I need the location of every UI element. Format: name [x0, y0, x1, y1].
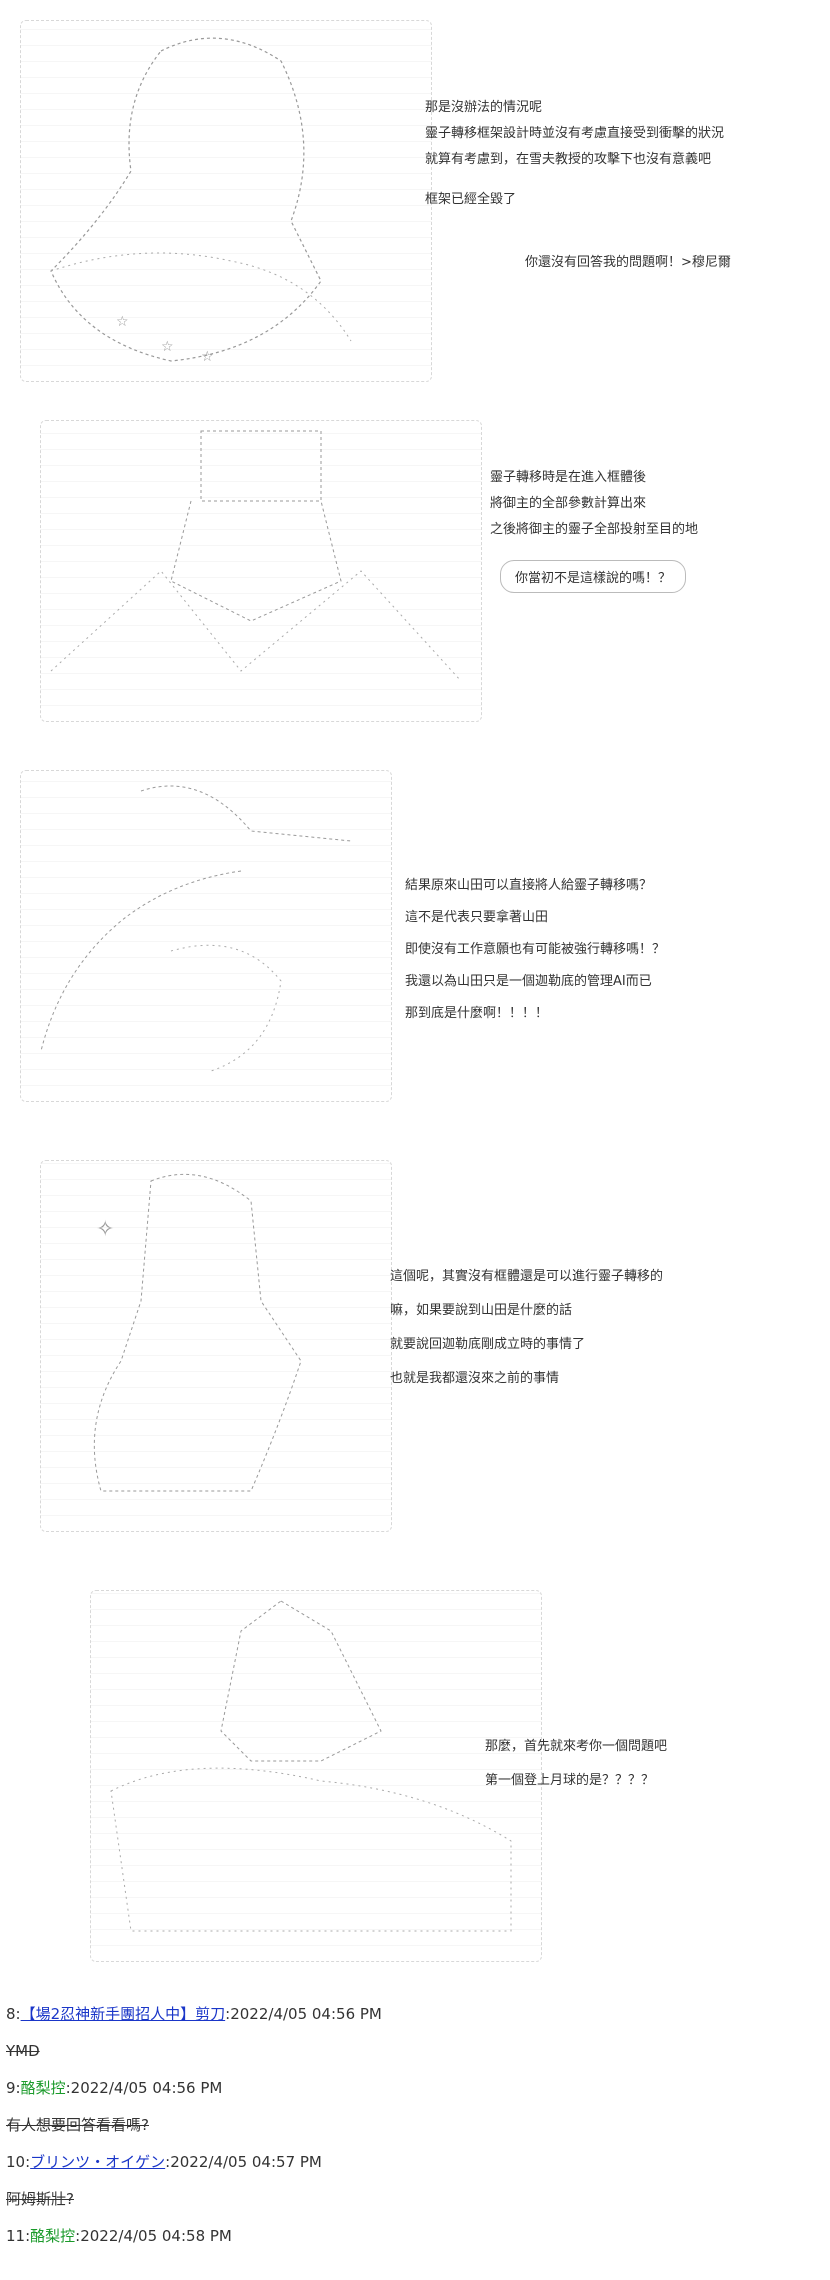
comment-body: 有人想要回答看看嗎? — [6, 2116, 149, 2134]
speech-bubble-text: 你當初不是這樣說的嗎！？ — [515, 571, 672, 586]
ascii-art-figure: ✧ — [40, 1160, 392, 1532]
caption-panel-5: 那麼，首先就來考你一個問題吧 第一個登上月球的是？？？？ — [485, 1730, 667, 1798]
comment-header: 11:酪梨控:2022/4/05 04:58 PM — [6, 2218, 826, 2255]
caption-line: 這個呢，其實沒有框體還是可以進行靈子轉移的 — [390, 1269, 664, 1284]
caption-line: 那是沒辦法的情況呢 — [425, 100, 543, 115]
comment-number: 10: — [6, 2153, 31, 2171]
comment-body: 阿姆斯壯? — [6, 2190, 74, 2208]
ascii-art-sketch — [40, 785, 352, 1072]
ascii-art-sketch — [110, 1600, 512, 1932]
caption-line: 結果原來山田可以直接將人給靈子轉移嗎？ — [405, 878, 653, 893]
ascii-art-figure — [90, 1590, 542, 1962]
ascii-art-sketch: ☆ ☆ ☆ — [50, 37, 352, 365]
caption-line: 那到底是什麼啊！！！！ — [405, 1006, 549, 1021]
svg-text:☆: ☆ — [161, 339, 174, 355]
comment-author-link[interactable]: 【場2忍神新手團招人中】剪刀 — [20, 2005, 226, 2023]
caption-panel-4: 這個呢，其實沒有框體還是可以進行靈子轉移的 嘛，如果要說到山田是什麼的話 就要說… — [390, 1260, 663, 1396]
caption-line: 框架已經全毀了 — [425, 192, 517, 207]
comment-time: :2022/4/05 04:58 PM — [75, 2227, 232, 2245]
caption-line: 第一個登上月球的是？？？？ — [485, 1773, 655, 1788]
ascii-art-figure — [20, 770, 392, 1102]
caption-line: 這不是代表只要拿著山田 — [405, 910, 549, 925]
caption-line: 將御主的全部參數計算出來 — [490, 496, 647, 511]
caption-panel-2: 靈子轉移時是在進入框體後 將御主的全部參數計算出來 之後將御主的靈子全部投射至目… — [490, 465, 698, 543]
panel-2: 靈子轉移時是在進入框體後 將御主的全部參數計算出來 之後將御主的靈子全部投射至目… — [0, 410, 830, 730]
caption-line: 嘛，如果要說到山田是什麼的話 — [390, 1303, 573, 1318]
comment-number: 8: — [6, 2005, 21, 2023]
comment-time: :2022/4/05 04:56 PM — [65, 2079, 223, 2097]
comment-author: 酪梨控 — [30, 2227, 76, 2245]
ascii-art-figure: ☆ ☆ ☆ — [20, 20, 432, 382]
comment-header: 9:酪梨控:2022/4/05 04:56 PM — [6, 2070, 826, 2107]
comment-time: :2022/4/05 04:57 PM — [165, 2153, 322, 2171]
comment-author-link[interactable]: ブリンツ・オイゲン — [30, 2153, 166, 2171]
comment-author: 酪梨控 — [20, 2079, 66, 2097]
caption-panel-3: 結果原來山田可以直接將人給靈子轉移嗎？ 這不是代表只要拿著山田 即使沒有工作意願… — [405, 870, 665, 1030]
comment-list: 8:【場2忍神新手團招人中】剪刀:2022/4/05 04:56 PM YMD … — [6, 1996, 826, 2255]
comment-header: 8:【場2忍神新手團招人中】剪刀:2022/4/05 04:56 PM — [6, 1996, 826, 2033]
panel-5: 那麼，首先就來考你一個問題吧 第一個登上月球的是？？？？ — [0, 1560, 830, 1980]
panel-4: ✧ 這個呢，其實沒有框體還是可以進行靈子轉移的 嘛，如果要說到山田是什麼的話 就… — [0, 1150, 830, 1540]
svg-text:☆: ☆ — [201, 349, 214, 365]
comment-number: 9: — [6, 2079, 21, 2097]
ascii-art-figure — [40, 420, 482, 722]
comment-time: :2022/4/05 04:56 PM — [225, 2005, 382, 2023]
caption-panel-1-extra: 你還沒有回答我的問題啊！>穆尼爾 — [525, 250, 731, 276]
caption-line: 就要說回迦勒底剛成立時的事情了 — [390, 1337, 586, 1352]
speech-bubble: 你當初不是這樣說的嗎！？ — [500, 560, 687, 593]
comment-header: 10:ブリンツ・オイゲン:2022/4/05 04:57 PM — [6, 2144, 826, 2181]
caption-line: 你還沒有回答我的問題啊！>穆尼爾 — [525, 255, 731, 270]
caption-panel-1: 那是沒辦法的情況呢 靈子轉移框架設計時並沒有考慮直接受到衝擊的狀況 就算有考慮到… — [425, 95, 724, 213]
caption-line: 靈子轉移時是在進入框體後 — [490, 470, 647, 485]
ascii-art-sketch: ✧ — [93, 1173, 302, 1492]
caption-line: 也就是我都還沒來之前的事情 — [390, 1371, 560, 1386]
caption-line: 之後將御主的靈子全部投射至目的地 — [490, 522, 699, 537]
svg-text:✧: ✧ — [96, 1217, 114, 1242]
comment-number: 11: — [6, 2227, 31, 2245]
panel-3: 結果原來山田可以直接將人給靈子轉移嗎？ 這不是代表只要拿著山田 即使沒有工作意願… — [0, 760, 830, 1120]
caption-line: 即使沒有工作意願也有可能被強行轉移嗎！？ — [405, 942, 666, 957]
caption-line: 就算有考慮到，在雪夫教授的攻擊下也沒有意義吧 — [425, 152, 712, 167]
caption-line: 靈子轉移框架設計時並沒有考慮直接受到衝擊的狀況 — [425, 126, 725, 141]
ascii-art-sketch — [50, 430, 462, 682]
comment-body: YMD — [6, 2042, 40, 2060]
caption-line: 我還以為山田只是一個迦勒底的管理AI而已 — [405, 974, 652, 989]
caption-line: 那麼，首先就來考你一個問題吧 — [485, 1739, 668, 1754]
svg-text:☆: ☆ — [116, 314, 129, 330]
panel-1: ☆ ☆ ☆ 那是沒辦法的情況呢 靈子轉移框架設計時並沒有考慮直接受到衝擊的狀況 就算… — [0, 0, 830, 400]
